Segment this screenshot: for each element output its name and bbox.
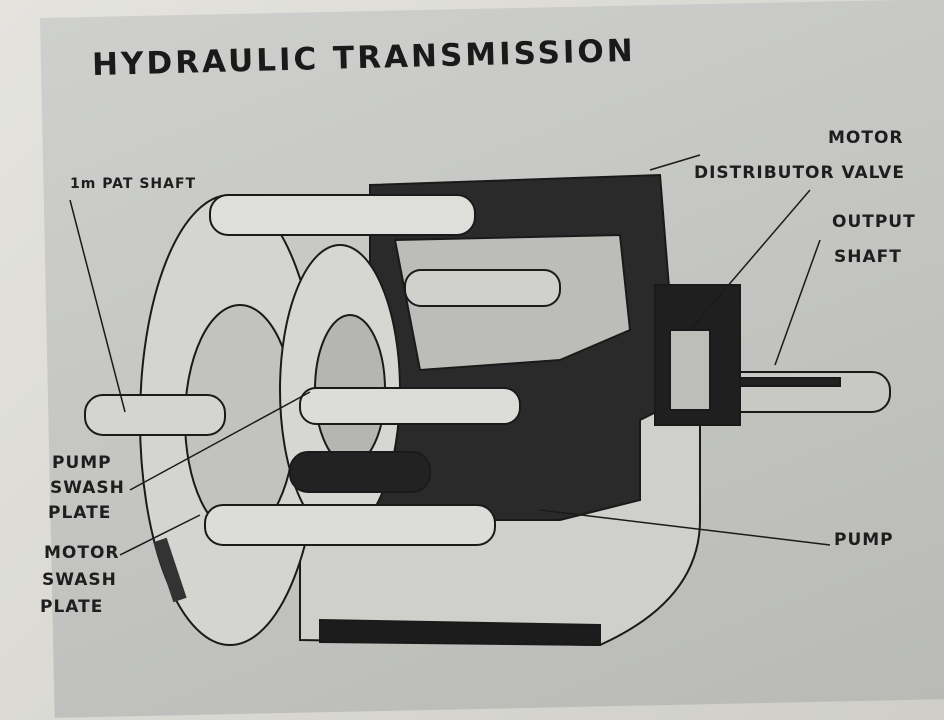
label-pump-swash-line2: SWASH bbox=[50, 478, 125, 498]
rod bbox=[299, 387, 521, 425]
rod-dark bbox=[289, 451, 431, 493]
housing-dark-band bbox=[319, 618, 601, 647]
rod bbox=[404, 269, 561, 307]
rod bbox=[209, 194, 476, 236]
label-motor-swash-line3: PLATE bbox=[40, 597, 104, 617]
label-output-shaft-line2: SHAFT bbox=[834, 247, 902, 267]
label-pump-swash-line3: PLATE bbox=[48, 503, 112, 523]
label-pump: PUMP bbox=[834, 530, 894, 550]
label-output-shaft-line1: OUTPUT bbox=[832, 212, 916, 232]
label-motor-swash-line1: MOTOR bbox=[44, 543, 120, 563]
label-motor: MOTOR bbox=[828, 128, 904, 148]
label-distributor-valve: DISTRIBUTOR VALVE bbox=[694, 163, 905, 183]
input-shaft bbox=[84, 394, 226, 436]
label-motor-swash-line2: SWASH bbox=[42, 570, 117, 590]
label-pump-swash-line1: PUMP bbox=[52, 453, 112, 473]
label-input-shaft: 1m PAT SHAFT bbox=[70, 176, 197, 192]
rod bbox=[204, 504, 496, 546]
